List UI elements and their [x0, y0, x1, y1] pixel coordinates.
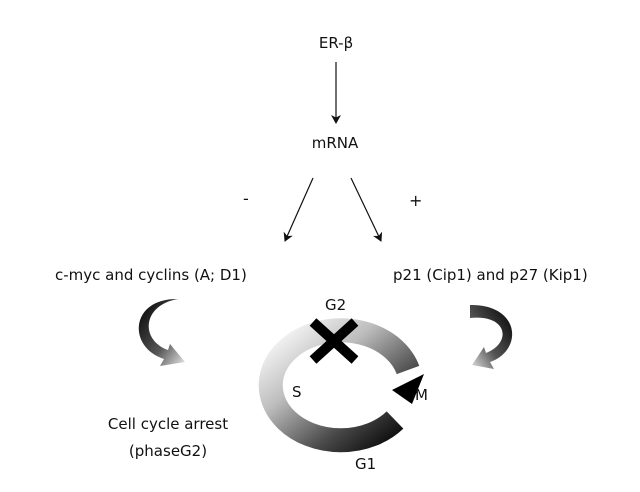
phase-s-label: S — [292, 383, 302, 401]
arrest-x-mark — [309, 318, 359, 364]
right-curved-arrow — [470, 304, 513, 369]
outcome-line1: Cell cycle arrest — [107, 415, 229, 433]
plus-sign: + — [409, 191, 423, 210]
arrow-mrna-to-right — [350, 177, 383, 242]
minus-sign: - — [243, 189, 249, 208]
phase-g1-label: G1 — [355, 455, 377, 473]
arrow-mrna-to-left — [283, 177, 314, 242]
ring-arrowhead — [392, 374, 424, 404]
node-er-beta: ER-β — [318, 34, 354, 52]
outcome-line2: (phaseG2) — [128, 442, 208, 460]
node-cmyc-cyclins: c-myc and cyclins (A; D1) — [55, 266, 247, 284]
node-p21-p27: p21 (Cip1) and p27 (Kip1) — [393, 266, 588, 284]
left-curved-arrow — [138, 298, 185, 366]
cell-cycle-ring — [258, 318, 424, 453]
phase-m-label: M — [415, 386, 428, 404]
phase-g2-label: G2 — [325, 296, 347, 314]
node-mrna: mRNA — [311, 134, 359, 152]
